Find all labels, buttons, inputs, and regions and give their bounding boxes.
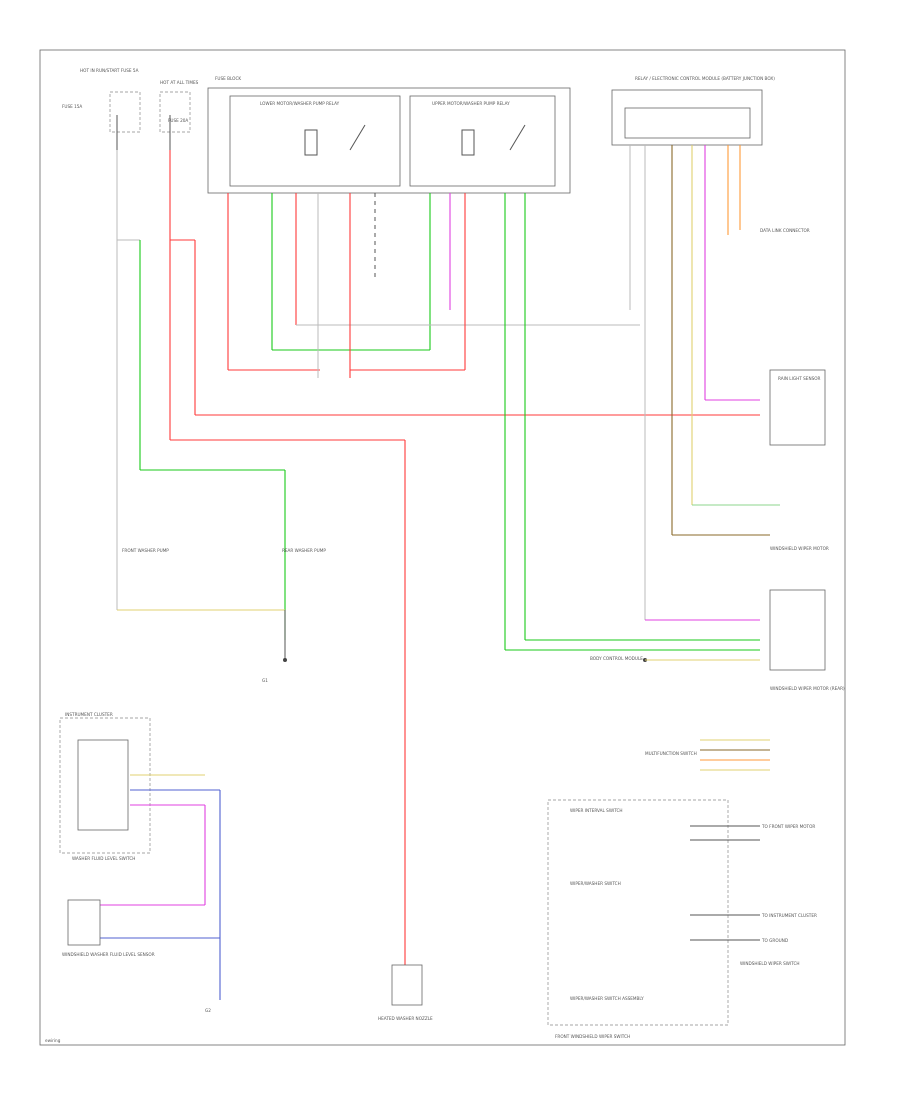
ground-label-2: G2 xyxy=(205,1008,211,1013)
front-pump-label: FRONT WASHER PUMP xyxy=(122,548,169,553)
data-link-label: DATA LINK CONNECTOR xyxy=(760,228,810,233)
instrument-inner xyxy=(77,739,129,831)
ground-dot xyxy=(283,658,287,662)
left-relay-coil xyxy=(304,129,318,156)
figure-id: ewiring xyxy=(45,1038,61,1043)
wiper-motor-front-label: WINDSHIELD WIPER MOTOR xyxy=(770,546,829,551)
to-ground-label: TO GROUND xyxy=(761,938,788,943)
heated-nozzle-label: HEATED WASHER NOZZLE xyxy=(378,1016,433,1021)
relay-module-inner xyxy=(624,107,751,139)
switch-low-label: WIPER/WASHER SWITCH ASSEMBLY xyxy=(570,996,644,1001)
diagram-frame xyxy=(39,49,846,1046)
hot-at-all-times-label: HOT AT ALL TIMES xyxy=(160,80,199,85)
left-relay-box xyxy=(229,95,401,187)
wiper-switch-box xyxy=(547,799,729,1026)
fuse-box-b xyxy=(159,91,191,133)
left-relay-contact xyxy=(349,124,366,151)
relay-box-label: RELAY / ELECTRONIC CONTROL MODULE (BATTE… xyxy=(635,76,775,81)
relay-module-box xyxy=(611,89,763,146)
fuse-b-label: FUSE 20A xyxy=(168,118,188,123)
left-relay-label: LOWER MOTOR/WASHER PUMP RELAY xyxy=(260,101,340,106)
rain-sensor-box xyxy=(769,369,826,446)
to-instrument-label: TO INSTRUMENT CLUSTER xyxy=(761,913,817,918)
rear-pump-label: REAR WASHER PUMP xyxy=(282,548,326,553)
right-relay-contact xyxy=(509,124,526,151)
heated-nozzle-box xyxy=(391,964,423,1006)
wiper-motor-rear-label: WINDSHIELD WIPER MOTOR (REAR) xyxy=(770,686,845,691)
combination-switch-label: WINDSHIELD WIPER SWITCH xyxy=(740,961,800,966)
instrument-cluster-box xyxy=(59,717,151,854)
rain-sensor-label: RAIN LIGHT SENSOR xyxy=(778,376,821,381)
ground-label: G1 xyxy=(262,678,268,683)
fuse-box-a xyxy=(109,91,141,133)
body-module-label: BODY CONTROL MODULE xyxy=(590,656,643,661)
level-sensor-label: WINDSHIELD WASHER FLUID LEVEL SENSOR xyxy=(62,952,155,957)
right-relay-box xyxy=(409,95,556,187)
switch-top-label: WIPER INTERVAL SWITCH xyxy=(570,808,623,813)
hot-in-run-label: HOT IN RUN/START FUSE 5A xyxy=(80,68,139,73)
multifunction-label: MULTIFUNCTION SWITCH xyxy=(645,751,697,756)
to-front-label: TO FRONT WIPER MOTOR xyxy=(761,824,815,829)
fuse-block-label: FUSE BLOCK xyxy=(215,76,241,81)
wiper-switch-footer: FRONT WINDSHIELD WIPER SWITCH xyxy=(555,1034,630,1039)
relay-block xyxy=(207,87,571,194)
wiper-motor-rear-box xyxy=(769,589,826,671)
fluid-level-label: WASHER FLUID LEVEL SWITCH xyxy=(72,856,135,861)
right-relay-coil xyxy=(461,129,475,156)
instrument-cluster-label: INSTRUMENT CLUSTER xyxy=(65,712,113,717)
right-relay-label: UPPER MOTOR/WASHER PUMP RELAY xyxy=(432,101,510,106)
switch-mid-label: WIPER/WASHER SWITCH xyxy=(570,881,621,886)
fuse-a-label: FUSE 15A xyxy=(62,104,82,109)
level-sensor-box xyxy=(67,899,101,946)
